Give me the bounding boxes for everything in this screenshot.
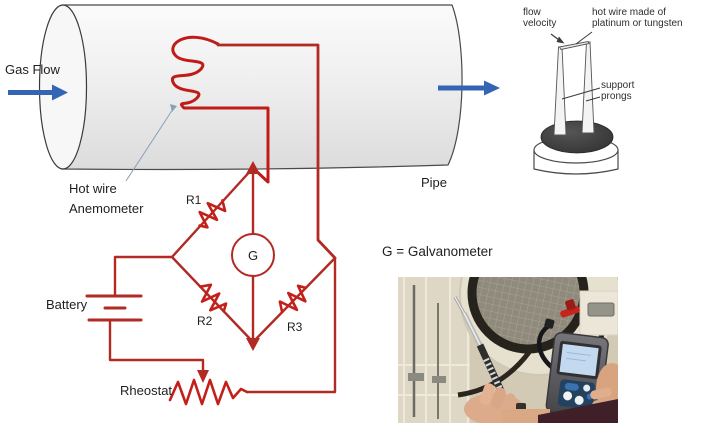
support-prongs-line1: support xyxy=(601,80,635,91)
circuit-arrowheads xyxy=(197,161,260,383)
bridge-circuit xyxy=(85,35,337,406)
rheostat-zigzag xyxy=(168,378,249,406)
hot-wire-material-line1: hot wire made of xyxy=(592,7,666,18)
hot-wire-material-line2: platinum or tungsten xyxy=(592,18,683,29)
battery-label: Battery xyxy=(46,297,88,312)
clamp-mount-panel xyxy=(560,290,618,336)
support-prongs-label: support prongs xyxy=(601,80,634,102)
hot-wire-callout-line xyxy=(125,104,177,182)
probe-rod xyxy=(453,296,506,395)
probe-detail-drawing xyxy=(533,31,619,175)
pipe-label: Pipe xyxy=(421,175,448,190)
battery-symbol xyxy=(85,294,143,322)
anemometer-photo xyxy=(398,277,618,423)
sleeve xyxy=(538,399,618,423)
support-prong-left xyxy=(553,46,567,136)
hot-wire-anemometer-label: Hot wire Anemometer xyxy=(69,179,143,219)
resistor-r2 xyxy=(198,283,228,313)
hot-wire-label-line1: Hot wire xyxy=(69,181,117,196)
gas-flow-label: Gas Flow xyxy=(5,62,60,77)
battery-to-rheostat-wire xyxy=(108,319,205,372)
galvanometer-note: G = Galvanometer xyxy=(382,244,493,259)
rheostat-label: Rheostat xyxy=(120,383,173,398)
resistor-r1 xyxy=(198,199,227,229)
r3-label: R3 xyxy=(287,320,303,334)
pipe-shape xyxy=(38,4,463,171)
hot-wire-label-line2: Anemometer xyxy=(69,201,144,216)
hot-wire-coil xyxy=(170,35,270,184)
support-prong-right xyxy=(581,41,595,134)
rheostat-return-wire xyxy=(245,256,337,394)
fingers xyxy=(480,383,516,413)
hot-wire-top-lead xyxy=(216,43,337,260)
flow-velocity-label: flow velocity xyxy=(523,7,556,29)
lab-stand-rods xyxy=(408,285,446,419)
hot-wire-material-label: hot wire made of platinum or tungsten xyxy=(592,7,683,29)
support-prongs-line2: prongs xyxy=(601,91,632,102)
battery-wire xyxy=(113,255,174,298)
galvanometer-symbol: G xyxy=(247,248,259,263)
flow-velocity-arrow xyxy=(550,33,565,44)
flow-velocity-line2: velocity xyxy=(523,18,557,29)
r2-label: R2 xyxy=(197,314,213,328)
hot-wire-element xyxy=(558,40,590,51)
r1-label: R1 xyxy=(186,193,202,207)
probe-base-cap xyxy=(540,120,614,154)
flow-velocity-line1: flow xyxy=(523,7,541,18)
red-clamp-lever xyxy=(560,299,580,318)
probe-cable xyxy=(537,323,556,371)
gas-flow-arrow-left xyxy=(8,84,68,101)
resistor-r3 xyxy=(278,284,308,314)
gas-flow-arrow-right xyxy=(438,80,500,96)
